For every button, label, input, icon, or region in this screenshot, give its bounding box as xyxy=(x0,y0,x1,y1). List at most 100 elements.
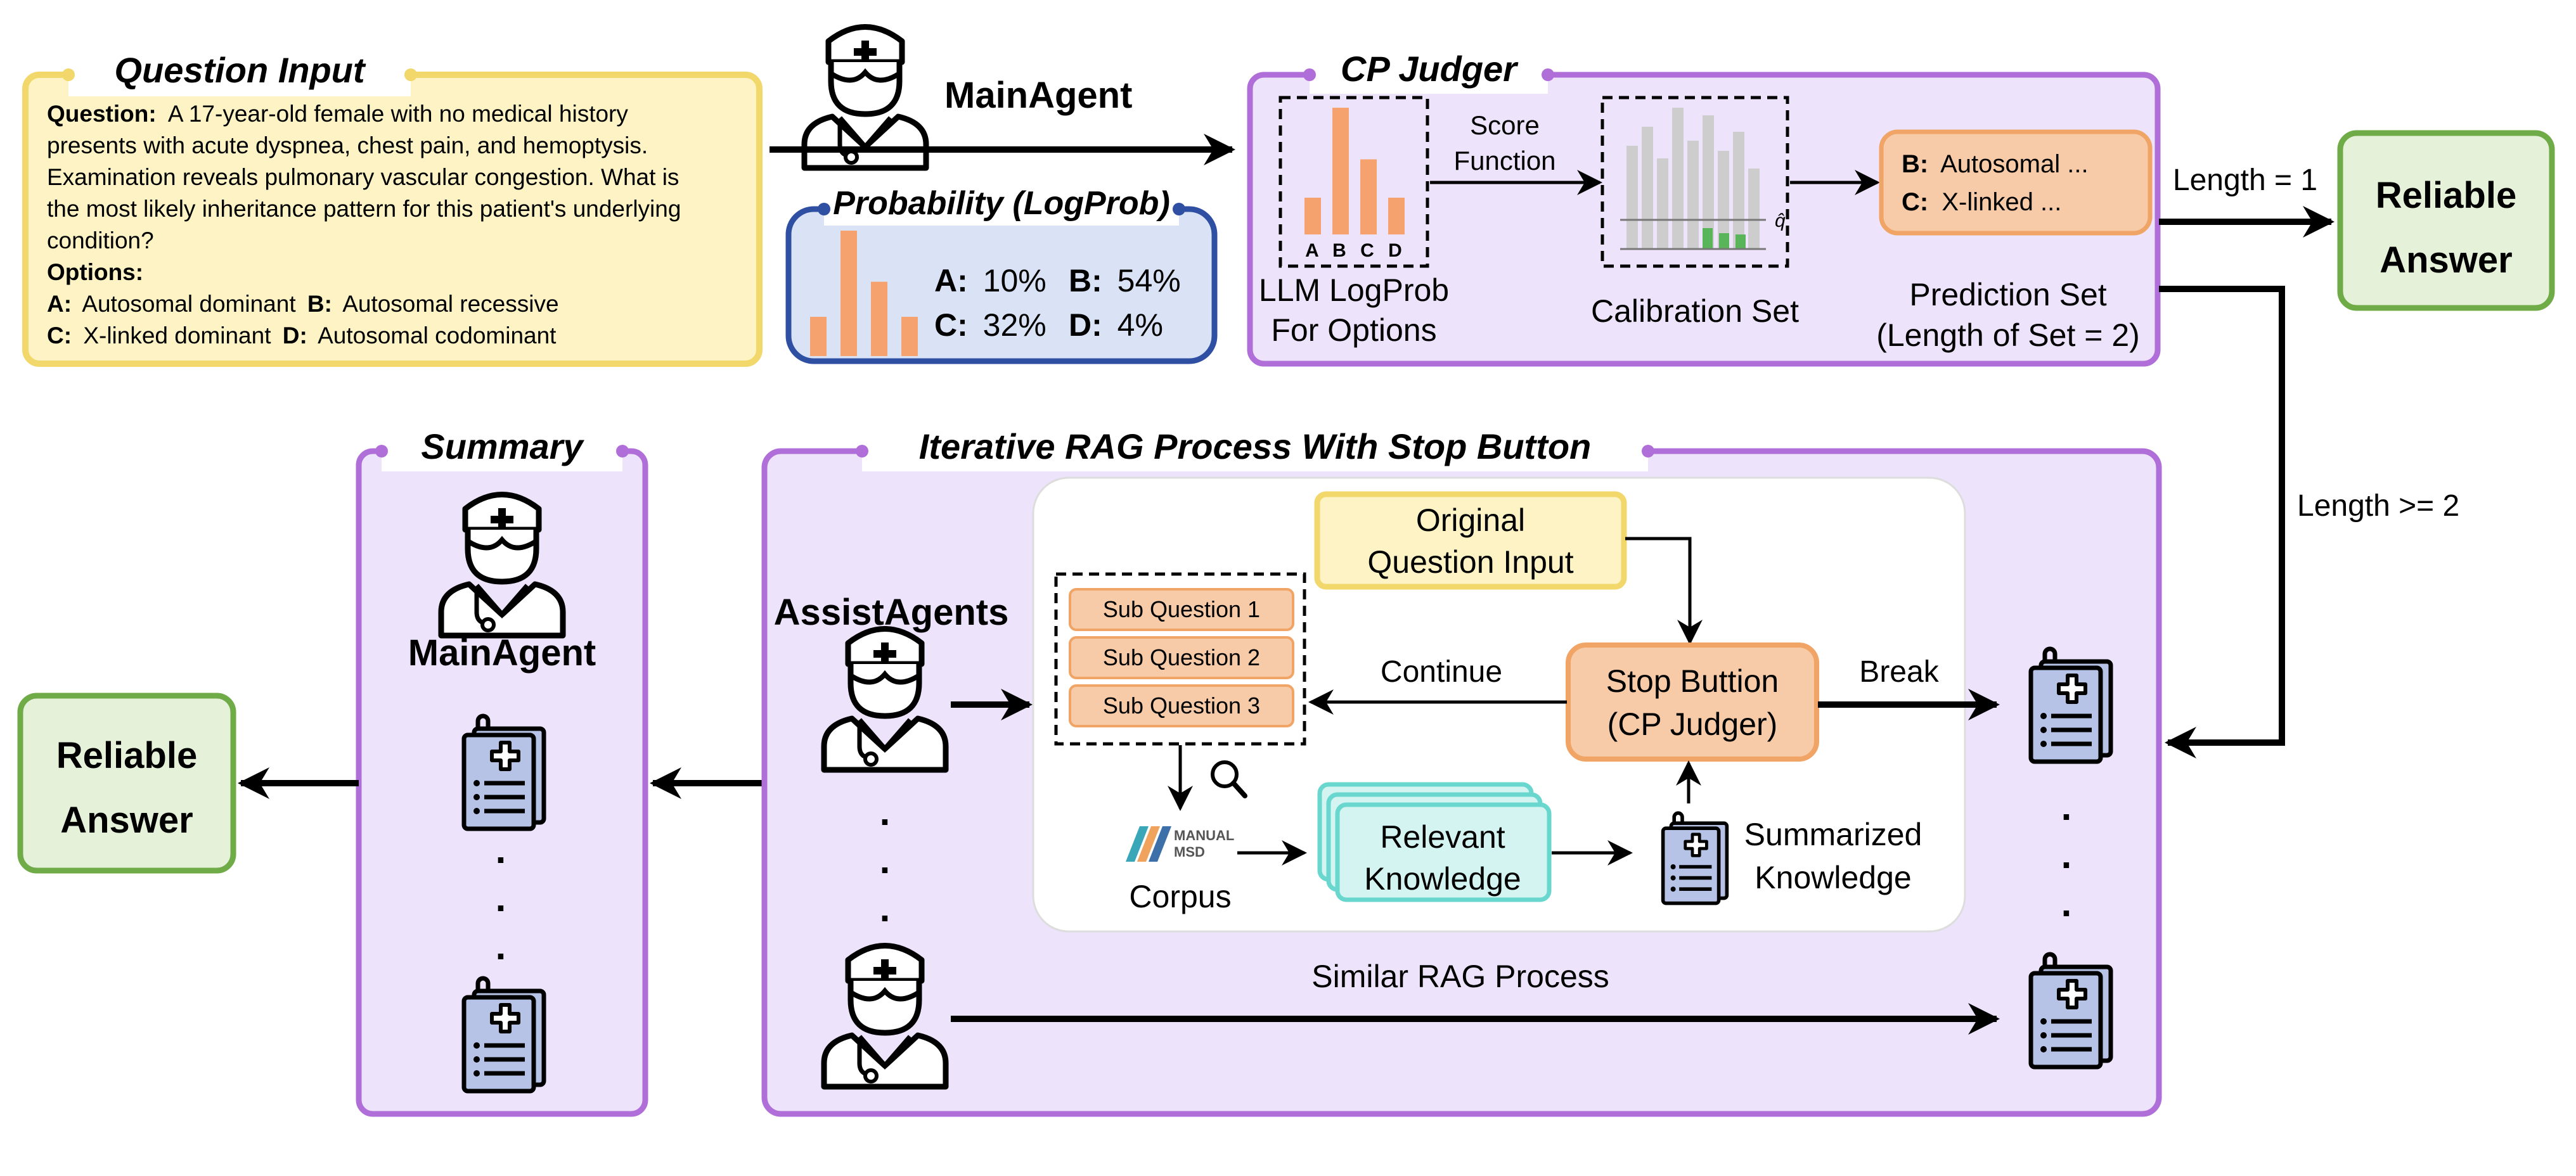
summary-agent-label: MainAgent xyxy=(408,632,596,674)
question-input-title-bg xyxy=(68,58,411,96)
question-text: Question: A 17-year-old female with no m… xyxy=(47,101,688,253)
prob-value: 4% xyxy=(1117,307,1163,343)
title-dot xyxy=(1642,445,1654,457)
score-function-label: Function xyxy=(1453,146,1555,176)
probability-title: Probability (LogProb) xyxy=(833,185,1170,222)
relevant-knowledge-text: Relevant xyxy=(1380,819,1505,855)
question-input-panel: Question Input Question: A 17-year-old f… xyxy=(22,50,763,367)
probability-bar xyxy=(901,317,918,356)
prediction-text: X-linked ... xyxy=(1942,188,2061,216)
option-text: X-linked dominant xyxy=(83,323,271,348)
title-dot xyxy=(375,445,388,457)
cp-judger-title-bg xyxy=(1310,56,1548,94)
logo-stripe xyxy=(1137,826,1160,862)
calibration-green-bar xyxy=(1703,228,1713,248)
sub-questions-dashed-box xyxy=(1054,572,1306,746)
prediction-caption: (Length of Set = 2) xyxy=(1876,317,2140,353)
logo-text: MANUAL xyxy=(1174,828,1234,843)
probability-bar xyxy=(810,317,827,356)
cp-judger-panel: CP Judger A B C D LLM LogProb For Option… xyxy=(1247,49,2161,367)
question-line: Examination reveals pulmonary vascular c… xyxy=(47,164,679,190)
medical-document-icon xyxy=(464,716,544,829)
prediction-caption: Prediction Set xyxy=(1909,277,2106,312)
bar-letter: D xyxy=(1388,240,1402,261)
probability-bar xyxy=(840,231,857,356)
relevant-knowledge-text: Knowledge xyxy=(1364,861,1521,897)
prob-key: C: xyxy=(934,307,968,343)
probability-bar xyxy=(1304,198,1321,234)
prediction-key: C: xyxy=(1902,188,1928,216)
option-text: Autosomal codominant xyxy=(318,323,557,348)
rag-panel: Iterative RAG Process With Stop Button A… xyxy=(761,426,2162,1117)
bar-letter: C xyxy=(1360,240,1374,261)
sub-question-box xyxy=(1069,636,1294,679)
ellipsis-dot: . xyxy=(880,839,891,881)
assist-agents-label: AssistAgents xyxy=(774,592,1009,633)
option-key: A: xyxy=(47,291,72,317)
probability-title-bg xyxy=(824,188,1179,226)
ellipsis-dot: . xyxy=(496,829,506,871)
calibration-bar xyxy=(1733,132,1744,248)
sub-question-text: Sub Question 3 xyxy=(1103,693,1260,719)
title-dot xyxy=(1542,68,1554,81)
probability-panel: Probability (LogProb) A: 10% B: 54% C: 3… xyxy=(785,185,1218,364)
prob-key: D: xyxy=(1069,307,1102,343)
knowledge-card-front xyxy=(1335,802,1552,902)
option-key: D: xyxy=(283,323,307,348)
title-dot xyxy=(818,203,830,215)
logprob-dashed-box xyxy=(1278,96,1429,268)
logo-stripe xyxy=(1126,826,1149,862)
probability-bar xyxy=(1332,108,1349,234)
original-question-box xyxy=(1314,491,1627,590)
length-ge-2-label: Length >= 2 xyxy=(2297,489,2459,523)
question-line: the most likely inheritance pattern for … xyxy=(47,196,681,222)
calibration-bars: q̂ xyxy=(1620,108,1786,250)
logprob-caption: For Options xyxy=(1271,312,1436,348)
options-line-2: C: X-linked dominant D: Autosomal codomi… xyxy=(47,323,557,348)
sub-question-text: Sub Question 1 xyxy=(1103,596,1260,622)
prediction-set-box xyxy=(1879,129,2153,236)
reliable-answer-top-text: Reliable xyxy=(2376,175,2516,216)
length-eq-1-label: Length = 1 xyxy=(2173,163,2317,197)
option-text: Autosomal recessive xyxy=(342,291,558,317)
summary-title-bg xyxy=(382,433,622,471)
title-dot xyxy=(404,68,417,81)
prob-key: B: xyxy=(1069,263,1102,298)
stop-button-text: (CP Judger) xyxy=(1607,706,1778,742)
sub-question-text: Sub Question 2 xyxy=(1103,644,1260,670)
question-line: presents with acute dyspnea, chest pain,… xyxy=(47,132,648,158)
ellipsis-dot: . xyxy=(880,887,891,930)
medical-document-icon xyxy=(464,978,544,1091)
calibration-bar xyxy=(1657,158,1668,248)
summarized-document-icon xyxy=(1663,813,1727,903)
calibration-bar xyxy=(1748,169,1760,248)
stop-button-text: Stop Buttion xyxy=(1606,663,1779,699)
question-line: condition? xyxy=(47,227,154,253)
arrow-length-ge-2 xyxy=(2159,286,2285,758)
rag-title-bg xyxy=(862,433,1648,471)
title-dot xyxy=(856,445,868,457)
summarized-knowledge-text: Summarized xyxy=(1744,817,1922,852)
prob-value: 32% xyxy=(983,307,1046,343)
main-agent-label: MainAgent xyxy=(944,75,1132,116)
prediction-item-1: B: Autosomal ... xyxy=(1902,150,2089,178)
probability-bar xyxy=(1360,159,1377,234)
option-text: Autosomal dominant xyxy=(82,291,296,317)
rag-title: Iterative RAG Process With Stop Button xyxy=(919,426,1592,466)
option-key: C: xyxy=(47,323,72,348)
original-question-text: Question Input xyxy=(1367,544,1573,580)
calibration-caption: Calibration Set xyxy=(1591,293,1799,329)
options-line-1: A: Autosomal dominant B: Autosomal reces… xyxy=(47,291,559,317)
magnifier-icon xyxy=(1211,760,1247,798)
calibration-bar xyxy=(1703,115,1714,248)
msd-manual-logo: MANUAL MSD xyxy=(1126,826,1234,862)
arrow-original-to-stop xyxy=(1625,537,1703,645)
title-dot xyxy=(1303,68,1316,81)
prob-value: 54% xyxy=(1117,263,1181,298)
calibration-dashed-box xyxy=(1600,96,1789,268)
medical-document-icon xyxy=(2031,649,2111,762)
calibration-green-bar xyxy=(1736,234,1746,248)
question-input-title: Question Input xyxy=(114,50,366,90)
reliable-answer-left-text: Reliable xyxy=(56,735,197,776)
similar-rag-label: Similar RAG Process xyxy=(1311,959,1609,994)
